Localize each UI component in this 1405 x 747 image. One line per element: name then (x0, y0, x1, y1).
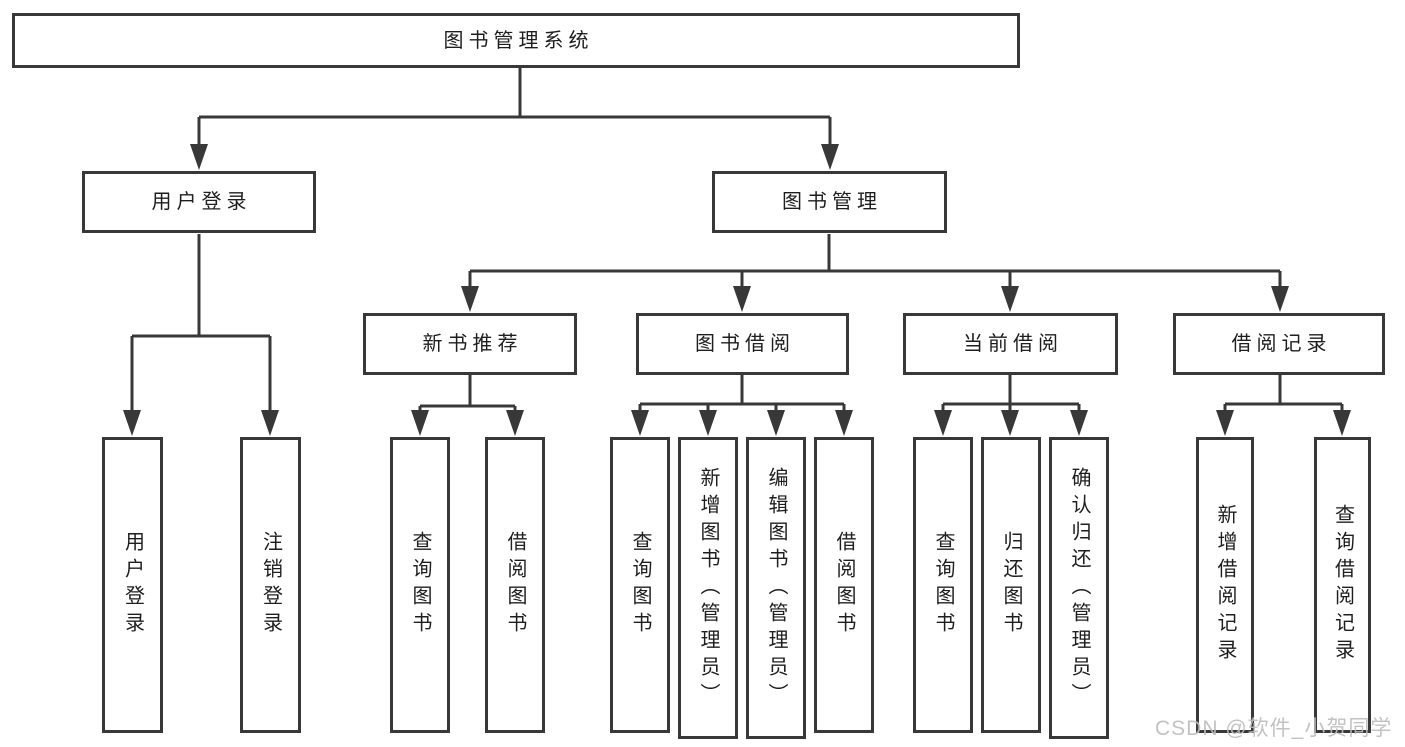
node-current-borrowing: 当前借阅 (903, 313, 1118, 375)
leaf-query-books-2-label: 查询图书 (629, 531, 651, 639)
node-borrow-records-label: 借阅记录 (1231, 333, 1332, 355)
leaf-query-books-1: 查询图书 (390, 437, 450, 733)
node-borrow-records: 借阅记录 (1173, 313, 1385, 375)
connector-current-children (934, 375, 1088, 436)
leaf-edit-books-admin-label: 编辑图书（管理员） (765, 466, 787, 710)
leaf-add-books-admin-label: 新增图书（管理员） (697, 466, 719, 710)
node-book-management: 图书管理 (712, 171, 947, 233)
node-new-book-recommend-label: 新书推荐 (422, 333, 523, 355)
node-user-login-label: 用户登录 (151, 191, 252, 213)
connector-new-book-children (411, 375, 524, 436)
leaf-query-borrow-record-label: 查询借阅记录 (1331, 504, 1354, 666)
leaf-query-books-1-label: 查询图书 (409, 531, 431, 639)
connector-records-children (1216, 375, 1351, 436)
leaf-return-books: 归还图书 (981, 437, 1041, 733)
leaf-query-books-3-label: 查询图书 (932, 531, 954, 639)
node-book-borrowing: 图书借阅 (636, 313, 849, 375)
leaf-logout-label: 注销登录 (259, 531, 282, 639)
node-current-borrowing-label: 当前借阅 (963, 333, 1063, 355)
leaf-add-books-admin: 新增图书（管理员） (678, 437, 738, 739)
node-book-borrowing-label: 图书借阅 (695, 333, 795, 355)
leaf-confirm-return-admin: 确认归还（管理员） (1049, 437, 1109, 739)
leaf-query-borrow-record: 查询借阅记录 (1314, 437, 1371, 733)
connector-borrowing-children (631, 375, 853, 436)
leaf-borrow-books-1: 借阅图书 (485, 437, 545, 733)
leaf-borrow-books-2: 借阅图书 (814, 437, 874, 733)
csdn-watermark: CSDN @软件_小贺同学 (1155, 717, 1393, 740)
node-library-system-label: 图书管理系统 (443, 29, 594, 52)
leaf-confirm-return-admin-label: 确认归还（管理员） (1068, 466, 1090, 710)
leaf-return-books-label: 归还图书 (1000, 531, 1022, 639)
leaf-logout: 注销登录 (240, 437, 301, 733)
leaf-edit-books-admin: 编辑图书（管理员） (746, 437, 806, 739)
leaf-borrow-books-2-label: 借阅图书 (833, 531, 855, 639)
leaf-user-login-label: 用户登录 (121, 531, 144, 639)
node-book-management-label: 图书管理 (782, 191, 882, 213)
connector-user-login-children (123, 234, 279, 436)
node-new-book-recommend: 新书推荐 (363, 313, 577, 375)
leaf-query-books-3: 查询图书 (913, 437, 973, 733)
leaf-user-login: 用户登录 (102, 437, 163, 733)
leaf-borrow-books-1-label: 借阅图书 (504, 531, 526, 639)
node-user-login: 用户登录 (82, 171, 316, 233)
leaf-add-borrow-record: 新增借阅记录 (1196, 437, 1254, 733)
connector-root-to-level2 (190, 68, 839, 170)
leaf-add-borrow-record-label: 新增借阅记录 (1214, 504, 1236, 666)
leaf-query-books-2: 查询图书 (610, 437, 670, 733)
connector-book-mgmt-to-level3 (461, 234, 1289, 312)
node-library-system: 图书管理系统 (12, 13, 1020, 68)
